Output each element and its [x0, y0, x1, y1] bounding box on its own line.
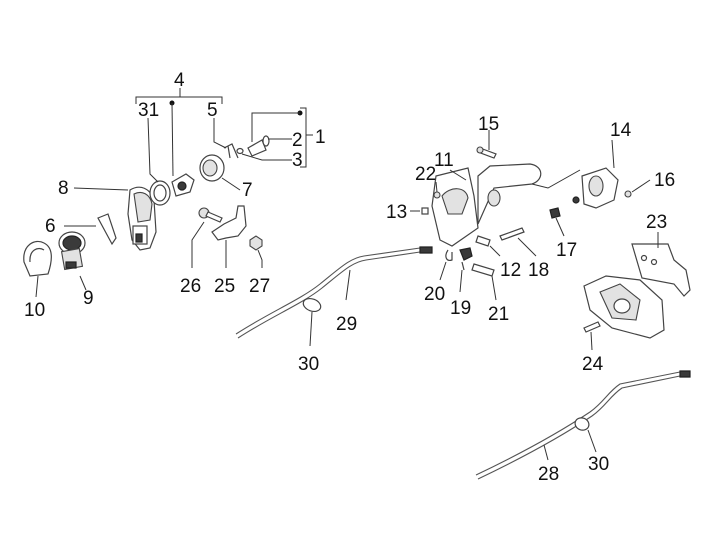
callout-14: 14: [610, 120, 632, 141]
callout-20: 20: [424, 284, 445, 305]
callout-10: 10: [24, 300, 45, 321]
part-25-lever: [211, 205, 247, 268]
part-13-clip: [410, 207, 429, 215]
part-2-screw: [247, 110, 303, 157]
callout-13: 13: [386, 202, 407, 223]
callout-23: 23: [646, 212, 667, 233]
callout-6: 6: [45, 216, 56, 237]
callout-4: 4: [174, 70, 185, 91]
assembly-bracket-4: [135, 88, 223, 104]
callout-18: 18: [528, 260, 549, 281]
callout-28: 28: [538, 464, 559, 485]
callout-27: 27: [249, 276, 270, 297]
callout-9: 9: [83, 288, 94, 309]
part-15-bolt: [476, 130, 497, 159]
callout-21: 21: [488, 304, 509, 325]
callout-19: 19: [450, 298, 471, 319]
part-5-clip: [213, 118, 239, 159]
callout-8: 8: [58, 178, 69, 199]
callout-30-a: 30: [298, 354, 319, 375]
part-9-switch: [58, 231, 87, 291]
callout-11: 11: [434, 150, 454, 171]
part-21-pin: [471, 263, 497, 301]
part-26-bolt: [191, 207, 223, 268]
callout-31: 31: [138, 100, 159, 121]
part-31-ring: [147, 117, 171, 206]
part-30-clip-a: [302, 297, 322, 347]
part-20-spring: [439, 249, 453, 281]
callout-5: 5: [207, 100, 218, 121]
callout-17: 17: [556, 240, 577, 261]
part-11-latch-body: [431, 163, 581, 247]
callout-15: 15: [478, 114, 499, 135]
callout-16: 16: [654, 170, 675, 191]
part-8-housing: [73, 186, 157, 251]
callout-7: 7: [242, 180, 253, 201]
callout-25: 25: [214, 276, 235, 297]
part-19-lever: [459, 247, 473, 293]
callout-3: 3: [292, 150, 303, 171]
part-6-clip: [64, 213, 117, 246]
callout-30-b: 30: [588, 454, 609, 475]
callout-29: 29: [336, 314, 357, 335]
part-27-nut: [249, 235, 263, 268]
part-23-bracket: [631, 232, 691, 297]
callout-2: 2: [292, 130, 303, 151]
part-18-spring-pin: [499, 227, 537, 257]
part-12-pin: [475, 235, 501, 257]
part-7-tumbler: [199, 154, 241, 191]
callout-12: 12: [500, 260, 521, 281]
callout-labels: 4 31 5 1 2 3 7 8 6 9 10 26 25 27 29 30 1…: [24, 70, 675, 485]
part-10-cover: [23, 240, 52, 298]
callout-24: 24: [582, 354, 604, 375]
part-22-nut: [433, 181, 441, 199]
part-28-cable: [475, 370, 691, 480]
part-29-cable: [235, 246, 433, 339]
callout-1: 1: [315, 127, 326, 148]
part-24-screw: [583, 321, 601, 351]
part-17-fastener: [549, 207, 565, 237]
part-lock-cylinder: [169, 100, 195, 197]
part-3-o-ring: [236, 147, 292, 161]
callout-22: 22: [415, 164, 436, 185]
part-30-clip-b: [574, 417, 597, 453]
part-latch-base: [583, 275, 665, 339]
part-16-nut: [624, 179, 651, 198]
assembly-bracket-1: [300, 107, 313, 168]
callout-26: 26: [180, 276, 201, 297]
part-14-actuator: [572, 139, 619, 209]
